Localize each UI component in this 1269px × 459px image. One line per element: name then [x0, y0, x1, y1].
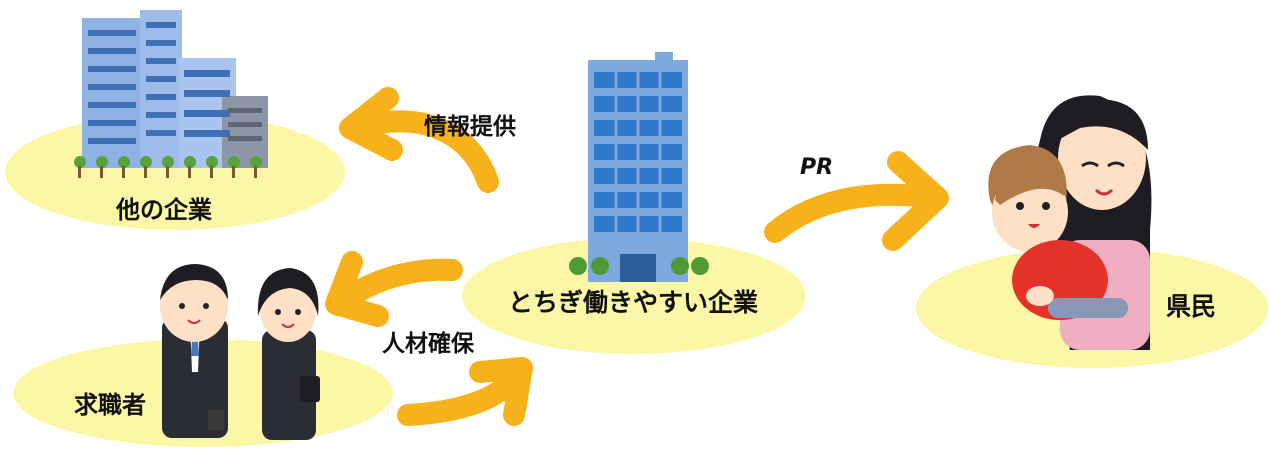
- node-label-citizens: 県民: [1166, 292, 1217, 321]
- arrow-talent-in: [397, 357, 533, 426]
- mother-child-icon: [988, 95, 1152, 350]
- edge-label-pr: PR: [800, 155, 834, 180]
- arrow-info: [339, 87, 499, 193]
- edge-label-info: 情報提供: [424, 114, 516, 140]
- node-label-center-company: とちぎ働きやすい企業: [508, 288, 759, 317]
- buildings-icon: [74, 10, 268, 178]
- arrow-pr: [764, 151, 949, 251]
- ellipse-center-company: [462, 238, 806, 354]
- node-label-other-companies: 他の企業: [116, 196, 212, 224]
- arrow-talent-out: [325, 251, 463, 327]
- job-seekers-icon: [160, 264, 320, 440]
- office-tower-icon: [569, 52, 709, 282]
- node-label-job-seekers: 求職者: [74, 391, 146, 419]
- edge-label-talent: 人材確保: [382, 331, 474, 357]
